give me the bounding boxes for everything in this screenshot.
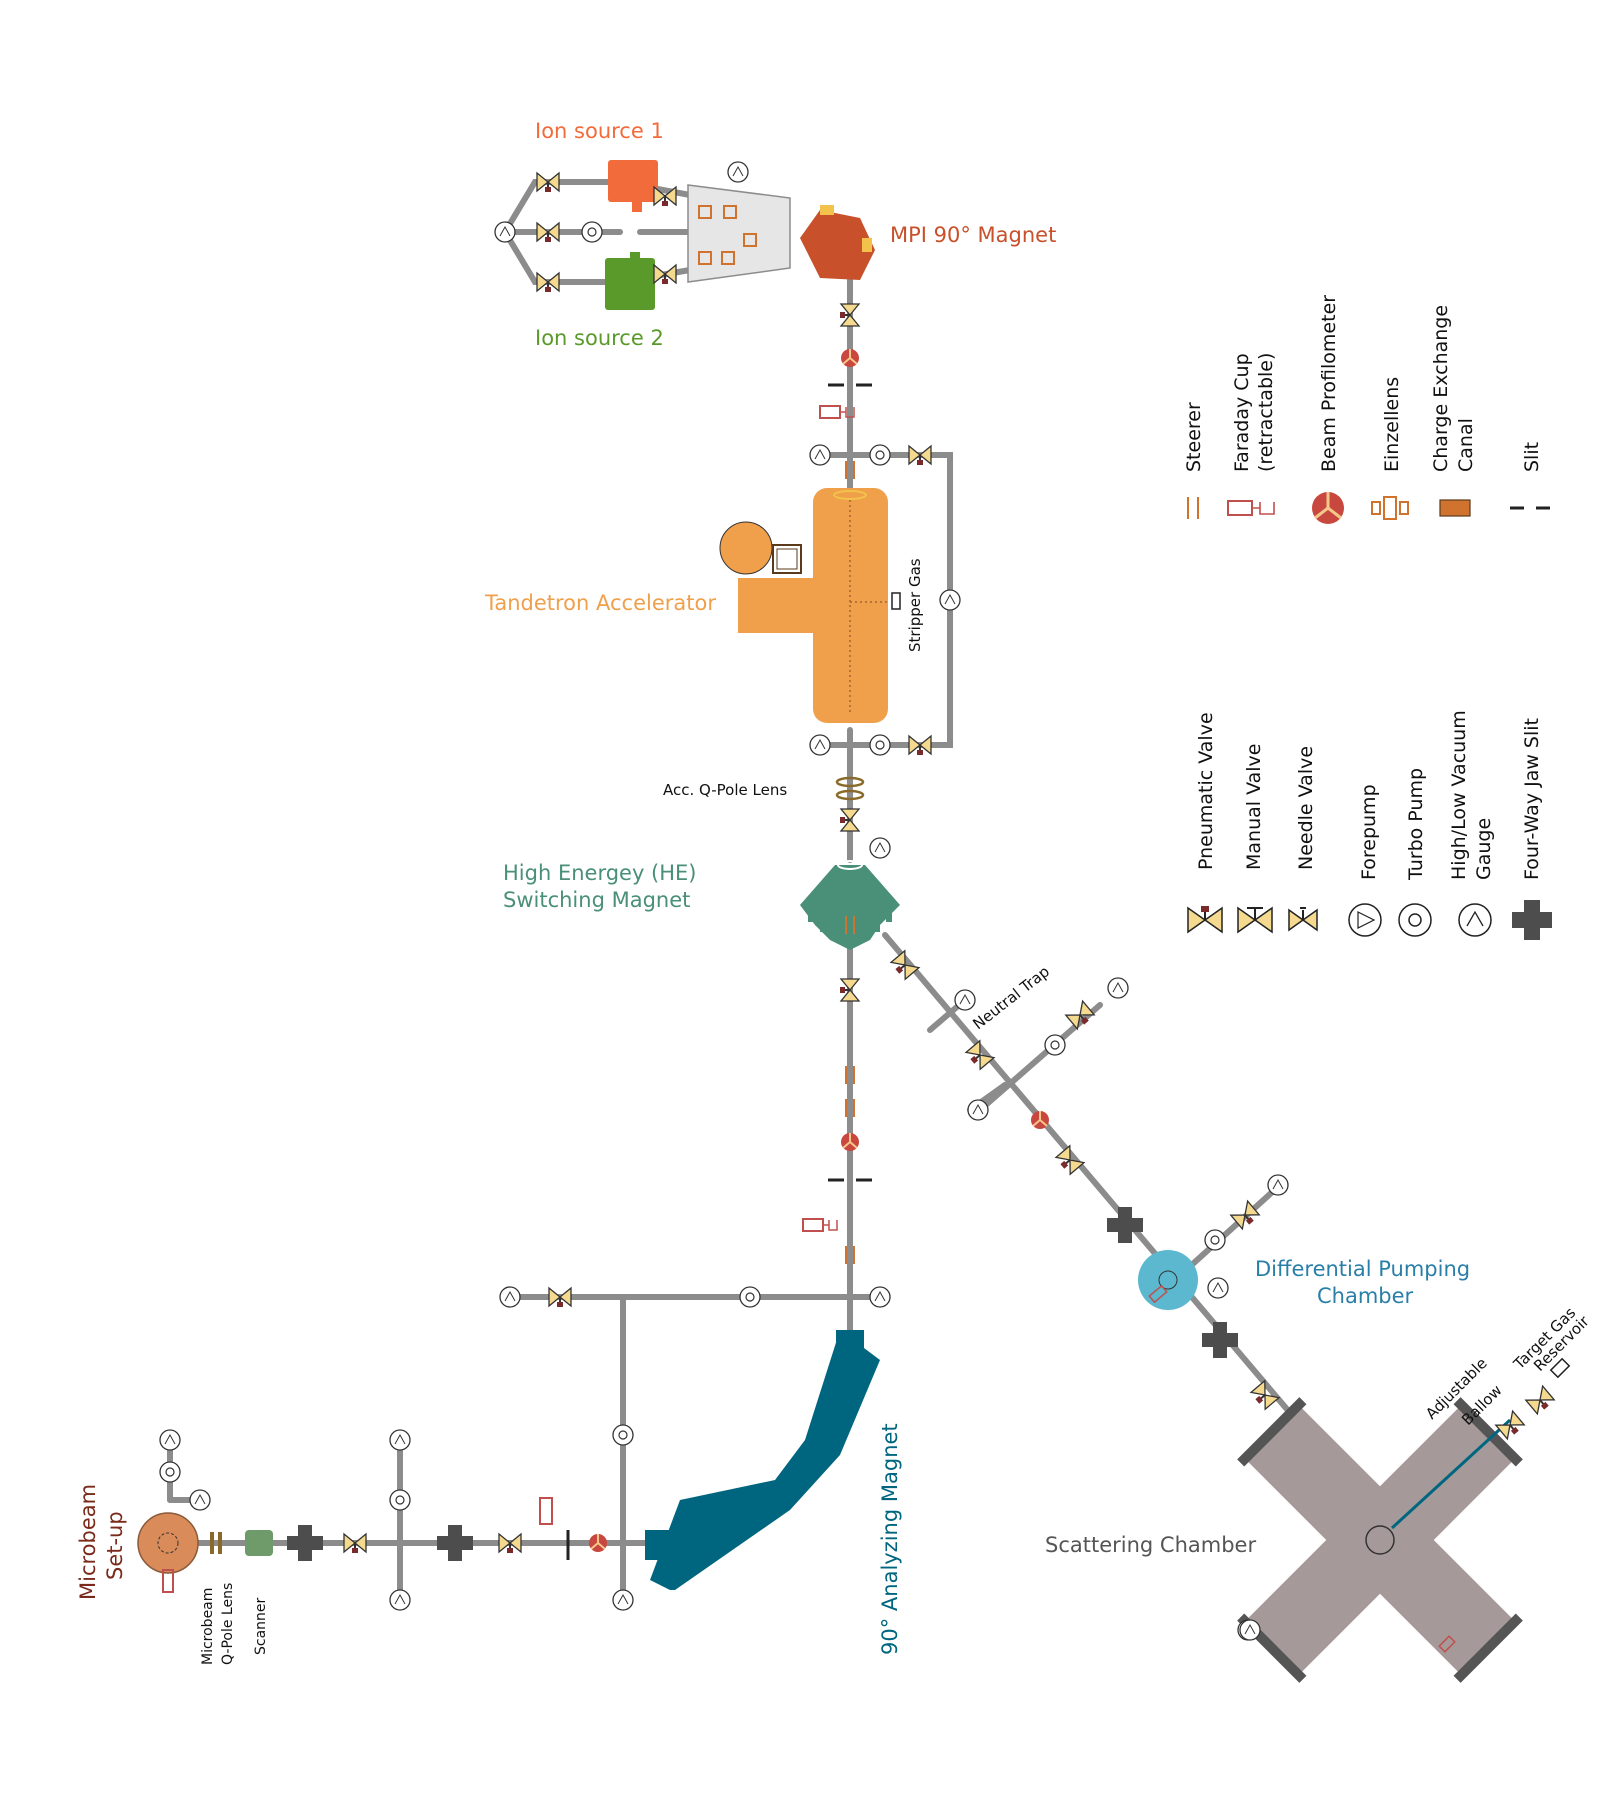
legend-charge-exchange-label-1: Charge Exchange: [1430, 305, 1452, 472]
four-way-jaw-slit-icon: [1512, 900, 1552, 940]
vacuum-gauges: [159, 161, 1289, 1641]
label-microbeam-1: Microbeam: [76, 1484, 100, 1600]
ion-source-2[interactable]: [605, 252, 655, 310]
legend-pneumatic-valve-label: Pneumatic Valve: [1195, 712, 1217, 870]
slits: [566, 383, 874, 1560]
label-scattering-chamber: Scattering Chamber: [1045, 1533, 1256, 1557]
label-stripper-gas: Stripper Gas: [906, 558, 924, 652]
target-gas-reservoir: [1549, 1357, 1571, 1379]
beam-profilometer-icon: [1312, 492, 1344, 524]
legend-bottom: Pneumatic Valve Manual Valve Needle Valv…: [1187, 710, 1552, 940]
label-diff-pumping-2: Chamber: [1317, 1284, 1414, 1308]
label-microbeam-qpole-1: Microbeam: [200, 1588, 216, 1665]
faraday-cups: [539, 405, 855, 1525]
needle-valve-icon: [1288, 907, 1318, 932]
legend-top: Steerer Faraday Cup (retractable) Beam P…: [1183, 295, 1550, 524]
turbo-pump-icon: [1398, 903, 1432, 937]
tandetron-accelerator[interactable]: [719, 488, 890, 723]
acc-qpole-lens: [835, 776, 865, 801]
label-diff-pumping-1: Differential Pumping: [1255, 1257, 1470, 1281]
label-ion-source-1: Ion source 1: [535, 119, 664, 143]
pneumatic-valve-icon: [1187, 906, 1223, 934]
legend-charge-exchange-label-2: Canal: [1455, 418, 1477, 472]
label-acc-qpole-lens: Acc. Q-Pole Lens: [663, 781, 787, 799]
legend-faraday-label-1: Faraday Cup: [1231, 353, 1253, 472]
steerer-icon: [1187, 497, 1199, 519]
faraday-cup-icon: [1227, 500, 1275, 516]
legend-profilometer-label: Beam Profilometer: [1318, 295, 1340, 472]
differential-pumping-chamber[interactable]: [1138, 1250, 1198, 1310]
charge-exchange-canal-icon: [1439, 499, 1471, 517]
einzellens-icon: [1371, 496, 1409, 520]
ion-source-1[interactable]: [608, 160, 658, 212]
legend-needle-valve-label: Needle Valve: [1295, 746, 1317, 870]
scattering-chamber[interactable]: [1157, 1317, 1600, 1764]
he-switching-magnet[interactable]: [800, 860, 900, 950]
scanner-block: [245, 1530, 273, 1556]
label-microbeam-2: Set-up: [103, 1511, 127, 1580]
legend-slit-label: Slit: [1521, 442, 1543, 472]
component-labels: Ion source 1 Ion source 2 MPI 90° Magnet…: [76, 119, 1593, 1665]
legend-jaw-slit-label: Four-Way Jaw Slit: [1521, 718, 1543, 880]
manual-valve-icon: [1237, 906, 1273, 934]
label-microbeam-qpole-2: Q-Pole Lens: [220, 1583, 236, 1665]
legend-forepump-label: Forepump: [1358, 784, 1380, 880]
mpi-90-magnet[interactable]: [800, 205, 875, 280]
legend-einzellens-label: Einzellens: [1381, 377, 1403, 472]
label-he-magnet-2: Switching Magnet: [503, 888, 690, 912]
label-analyzing-magnet: 90° Analyzing Magnet: [878, 1423, 902, 1655]
target-gas-tube: [1390, 1418, 1512, 1530]
microbeam-qpole-lens: [210, 1532, 222, 1554]
label-neutral-trap: Neutral Trap: [969, 962, 1053, 1033]
legend-steerer-label: Steerer: [1183, 402, 1205, 472]
legend-manual-valve-label: Manual Valve: [1243, 744, 1265, 870]
label-scanner: Scanner: [253, 1597, 269, 1655]
injector-einzellens-box: [687, 184, 791, 283]
label-he-magnet-1: High Energey (HE): [503, 861, 697, 885]
legend-turbo-pump-label: Turbo Pump: [1405, 768, 1427, 881]
vacuum-pipes: [167, 179, 1333, 1603]
forepump-icon: [1348, 903, 1382, 937]
legend-faraday-label-2: (retractable): [1255, 353, 1277, 472]
label-ion-source-2: Ion source 2: [535, 326, 664, 350]
scattering-faraday-cup: [1438, 1635, 1456, 1653]
analyzing-magnet[interactable]: [645, 1330, 880, 1590]
microbeam-setup[interactable]: [137, 1512, 199, 1593]
legend-vacuum-gauge-label-1: High/Low Vacuum: [1448, 710, 1470, 880]
stripper-gas-box: [891, 592, 901, 610]
label-tandetron: Tandetron Accelerator: [484, 591, 716, 615]
legend-vacuum-gauge-label-2: Gauge: [1473, 818, 1495, 880]
vacuum-gauge-icon: [1458, 903, 1492, 937]
label-mpi-magnet: MPI 90° Magnet: [890, 223, 1056, 247]
